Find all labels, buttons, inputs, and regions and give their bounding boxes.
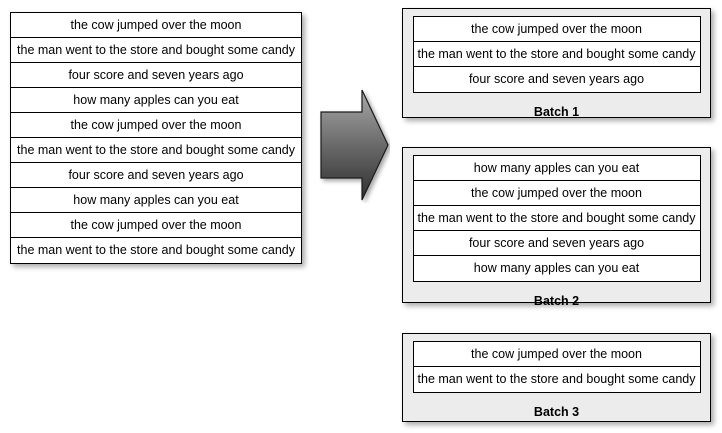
list-item: the cow jumped over the moon — [11, 113, 301, 138]
list-item: how many apples can you eat — [11, 188, 301, 213]
batch-panel-2: how many apples can you eat the cow jump… — [402, 147, 711, 308]
list-item: the man went to the store and bought som… — [11, 138, 301, 163]
batch-1-label: Batch 1 — [533, 105, 580, 119]
batch-2-label: Batch 2 — [533, 294, 580, 308]
batch-panel-3: the cow jumped over the moon the man wen… — [402, 333, 711, 422]
batch-3-label: Batch 3 — [533, 405, 580, 419]
batch-2-sentence-list: how many apples can you eat the cow jump… — [412, 155, 701, 282]
list-item: four score and seven years ago — [413, 231, 700, 256]
list-item: four score and seven years ago — [11, 163, 301, 188]
batch-1-sentence-list: the cow jumped over the moon the man wen… — [412, 16, 701, 93]
input-sentence-list: the cow jumped over the moon the man wen… — [10, 12, 302, 264]
list-item: the man went to the store and bought som… — [413, 42, 700, 67]
list-item: the cow jumped over the moon — [413, 342, 700, 367]
batch-3-sentence-list: the cow jumped over the moon the man wen… — [412, 341, 701, 393]
list-item: the man went to the store and bought som… — [17, 243, 295, 257]
batch-panel-1: the cow jumped over the moon the man wen… — [402, 8, 711, 119]
list-item: four score and seven years ago — [11, 63, 301, 88]
right-arrow-icon — [320, 89, 389, 201]
list-item: the man went to the store and bought som… — [413, 206, 700, 231]
list-item: how many apples can you eat — [413, 156, 700, 181]
list-item: the man went to the store and bought som… — [11, 38, 301, 63]
list-item: the cow jumped over the moon — [413, 181, 700, 206]
list-item: the cow jumped over the moon — [11, 13, 301, 38]
list-item: the man went to the store and bought som… — [417, 372, 696, 386]
list-item: the cow jumped over the moon — [11, 213, 301, 238]
list-item: how many apples can you eat — [11, 88, 301, 113]
list-item: how many apples can you eat — [473, 261, 640, 275]
list-item: four score and seven years ago — [468, 72, 645, 86]
list-item: the cow jumped over the moon — [413, 17, 700, 42]
